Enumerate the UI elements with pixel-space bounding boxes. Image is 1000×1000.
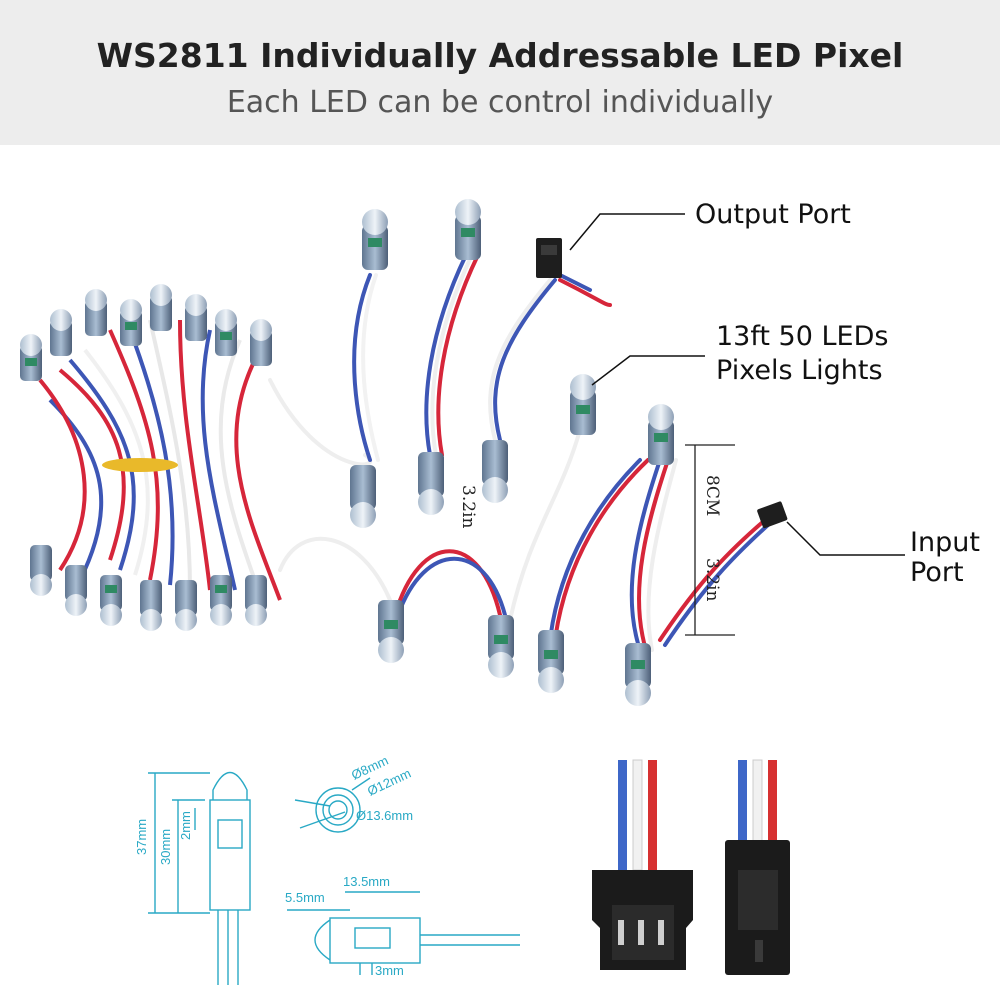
output-port-label: Output Port xyxy=(695,199,851,230)
input-port-label-line2: Port xyxy=(910,557,964,588)
output-connector xyxy=(536,238,562,278)
spacing-label-in: 3.2in xyxy=(702,558,722,602)
pixel-cluster xyxy=(20,284,272,631)
spacing-label-cm: 8CM xyxy=(702,475,722,517)
pixel-top-drawing xyxy=(294,777,371,833)
string-label-line1: 13ft 50 LEDs xyxy=(716,321,889,352)
loose-strand-wires xyxy=(268,253,770,652)
jst-male-connector xyxy=(725,759,790,975)
jst-female-connector xyxy=(592,759,693,970)
dimension-lines xyxy=(685,444,735,636)
header-banner xyxy=(0,0,1000,145)
input-port-label-line1: Input xyxy=(910,527,980,558)
pixel-side-drawing xyxy=(148,771,251,985)
dim-13-5mm: 13.5mm xyxy=(343,874,390,889)
rubber-band xyxy=(102,458,178,472)
input-connector xyxy=(757,501,788,529)
callout-lines xyxy=(569,213,905,556)
loose-strand-pixels xyxy=(350,199,674,706)
dim-3mm: 3mm xyxy=(375,963,404,978)
wire-bundle xyxy=(38,319,282,601)
dim-37mm: 37mm xyxy=(134,819,149,855)
page-title: WS2811 Individually Addressable LED Pixe… xyxy=(96,36,904,75)
dim-30mm: 30mm xyxy=(158,829,173,865)
pixel-lying-drawing xyxy=(287,891,520,975)
dim-2mm: 2mm xyxy=(178,811,193,840)
dim-13-6mm: Ø13.6mm xyxy=(356,808,413,823)
spacing-label-a: 3.2in xyxy=(458,485,478,529)
page-subtitle: Each LED can be control individually xyxy=(226,85,774,120)
dim-5-5mm: 5.5mm xyxy=(285,890,325,905)
string-label-line2: Pixels Lights xyxy=(716,355,883,386)
